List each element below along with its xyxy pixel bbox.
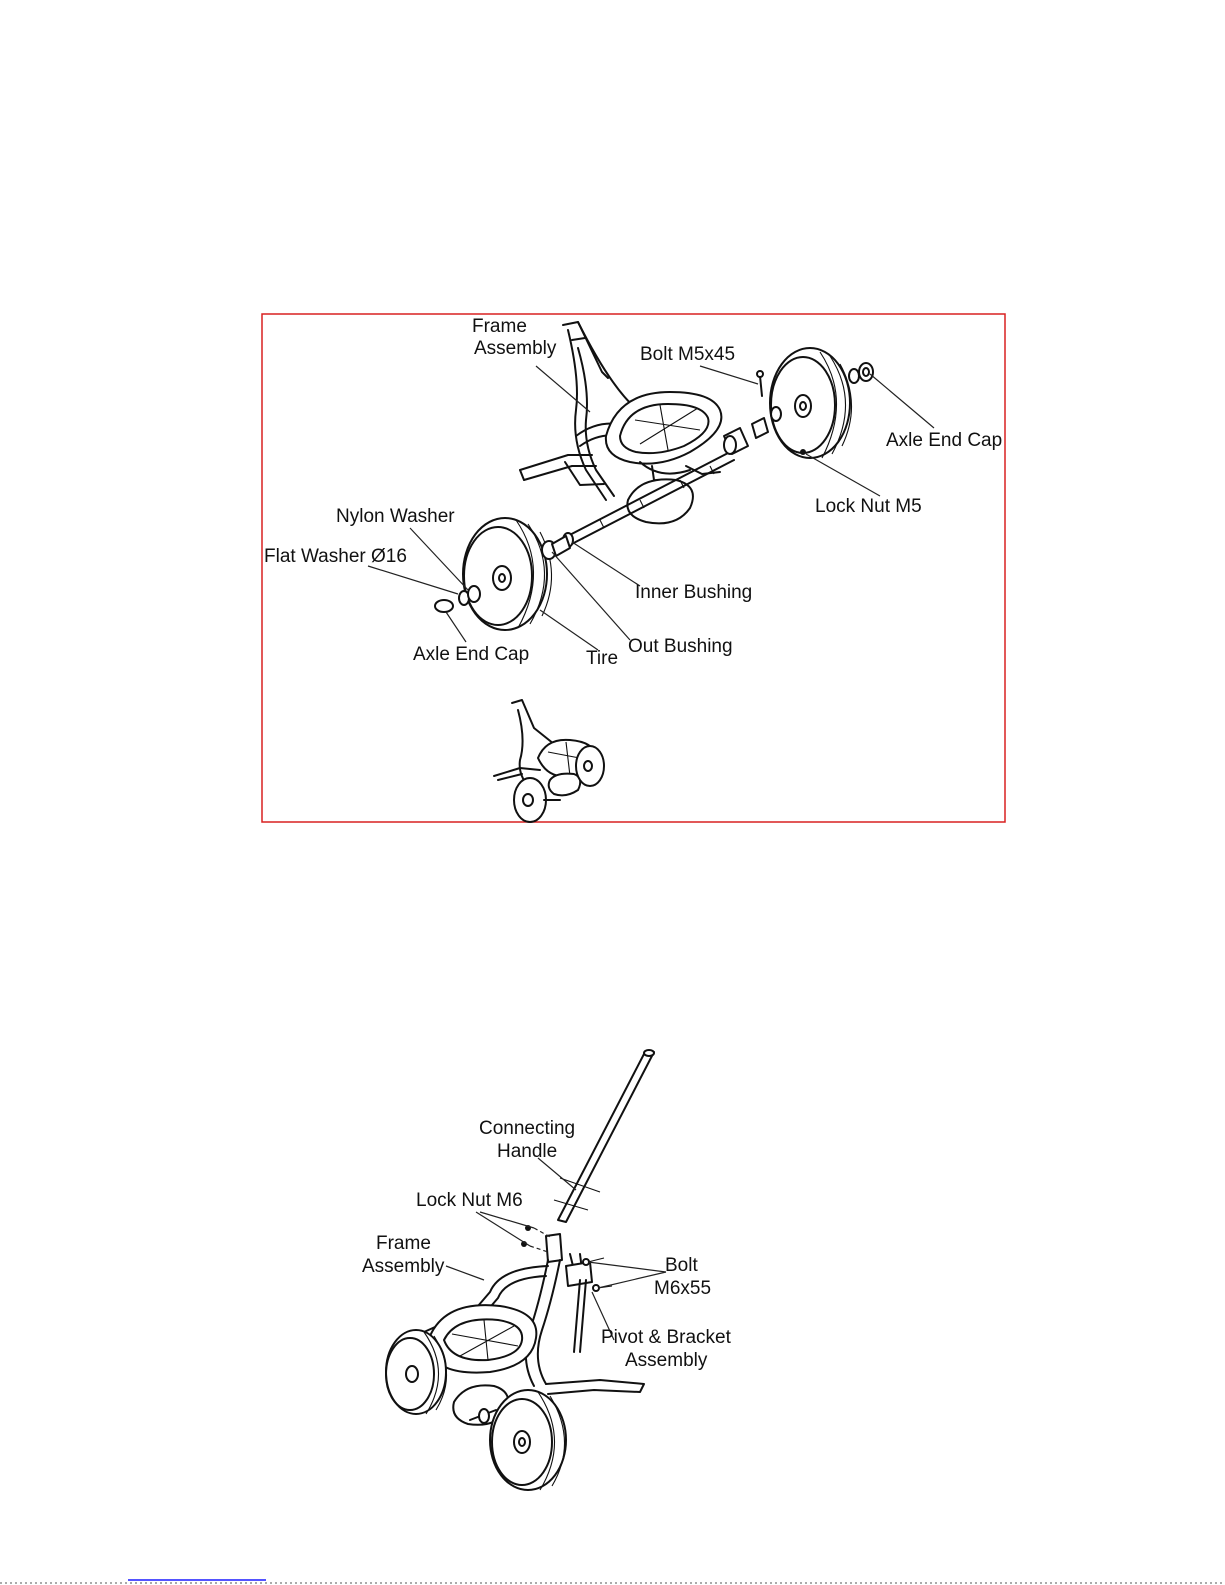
page-footer xyxy=(0,1580,1225,1583)
label-bolt-line1: Bolt xyxy=(665,1255,698,1276)
left-wheel-drawing xyxy=(435,518,573,630)
label-axle-end-cap-right: Axle End Cap xyxy=(886,430,1002,451)
figure-2-handle-assembly: Connecting Handle Lock Nut M6 Frame Asse… xyxy=(362,1050,732,1490)
label-pivot-bracket-line1: Pivot & Bracket xyxy=(601,1327,732,1348)
figure-1-exploded-wheel-view: Frame Assembly Bolt M5x45 Axle End Cap L… xyxy=(262,314,1005,822)
label-axle-end-cap-left: Axle End Cap xyxy=(413,644,529,665)
label-out-bushing: Out Bushing xyxy=(628,636,733,657)
label-pivot-bracket-line2: Assembly xyxy=(625,1350,708,1371)
label-tire: Tire xyxy=(586,648,618,669)
label-bolt-line2: M6x55 xyxy=(654,1278,711,1299)
label-frame-assembly-2-line2: Assembly xyxy=(362,1256,445,1277)
label-lock-nut-m6: Lock Nut M6 xyxy=(416,1190,523,1211)
label-inner-bushing: Inner Bushing xyxy=(635,582,752,603)
label-nylon-washer: Nylon Washer xyxy=(336,506,455,527)
label-frame-assembly-line2: Assembly xyxy=(474,338,557,359)
right-wheel-drawing xyxy=(724,348,873,458)
label-frame-assembly-line1: Frame xyxy=(472,316,527,337)
label-flat-washer: Flat Washer Ø16 xyxy=(264,546,407,567)
label-bolt-m5x45: Bolt M5x45 xyxy=(640,344,735,365)
label-connecting-handle-line1: Connecting xyxy=(479,1118,575,1139)
label-lock-nut-m5: Lock Nut M5 xyxy=(815,496,922,517)
label-frame-assembly-2-line1: Frame xyxy=(376,1233,431,1254)
assembled-spreader-thumbnail xyxy=(494,700,604,822)
label-connecting-handle-line2: Handle xyxy=(497,1141,557,1162)
